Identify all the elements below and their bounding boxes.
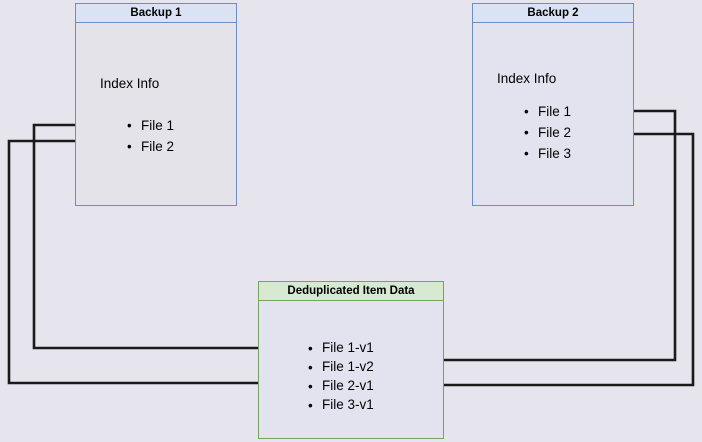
backup2-box: Backup 2 Index Info File 1 File 2 File 3 bbox=[472, 3, 634, 206]
backup2-file-item[interactable]: File 3 bbox=[524, 143, 571, 164]
backup2-file-item[interactable]: File 1 bbox=[524, 101, 571, 122]
dedup-item[interactable]: File 2-v1 bbox=[308, 376, 374, 397]
dedup-item-list: File 1-v1 File 1-v2 File 2-v1 File 3-v1 bbox=[308, 338, 374, 416]
backup2-file-item[interactable]: File 2 bbox=[524, 122, 571, 143]
backup1-file-item[interactable]: File 2 bbox=[127, 136, 174, 157]
dedup-title: Deduplicated Item Data bbox=[258, 281, 444, 301]
backup1-index-info-label: Index Info bbox=[100, 76, 160, 91]
backup2-index-info-label: Index Info bbox=[497, 71, 557, 86]
backup1-box: Backup 1 Index Info File 1 File 2 bbox=[75, 3, 237, 206]
dedup-item[interactable]: File 1-v1 bbox=[308, 338, 374, 359]
backup2-file-list: File 1 File 2 File 3 bbox=[524, 101, 571, 164]
dedup-item[interactable]: File 1-v2 bbox=[308, 357, 374, 378]
backup1-file-item[interactable]: File 1 bbox=[127, 115, 174, 136]
dedup-box: Deduplicated Item Data File 1-v1 File 1-… bbox=[258, 281, 444, 439]
backup2-title: Backup 2 bbox=[472, 3, 634, 23]
backup2-body: Index Info File 1 File 2 File 3 bbox=[472, 23, 634, 206]
dedup-body: File 1-v1 File 1-v2 File 2-v1 File 3-v1 bbox=[258, 301, 444, 439]
backup1-body: Index Info File 1 File 2 bbox=[75, 23, 237, 206]
dedup-item[interactable]: File 3-v1 bbox=[308, 395, 374, 416]
backup1-title: Backup 1 bbox=[75, 3, 237, 23]
backup1-file-list: File 1 File 2 bbox=[127, 115, 174, 157]
